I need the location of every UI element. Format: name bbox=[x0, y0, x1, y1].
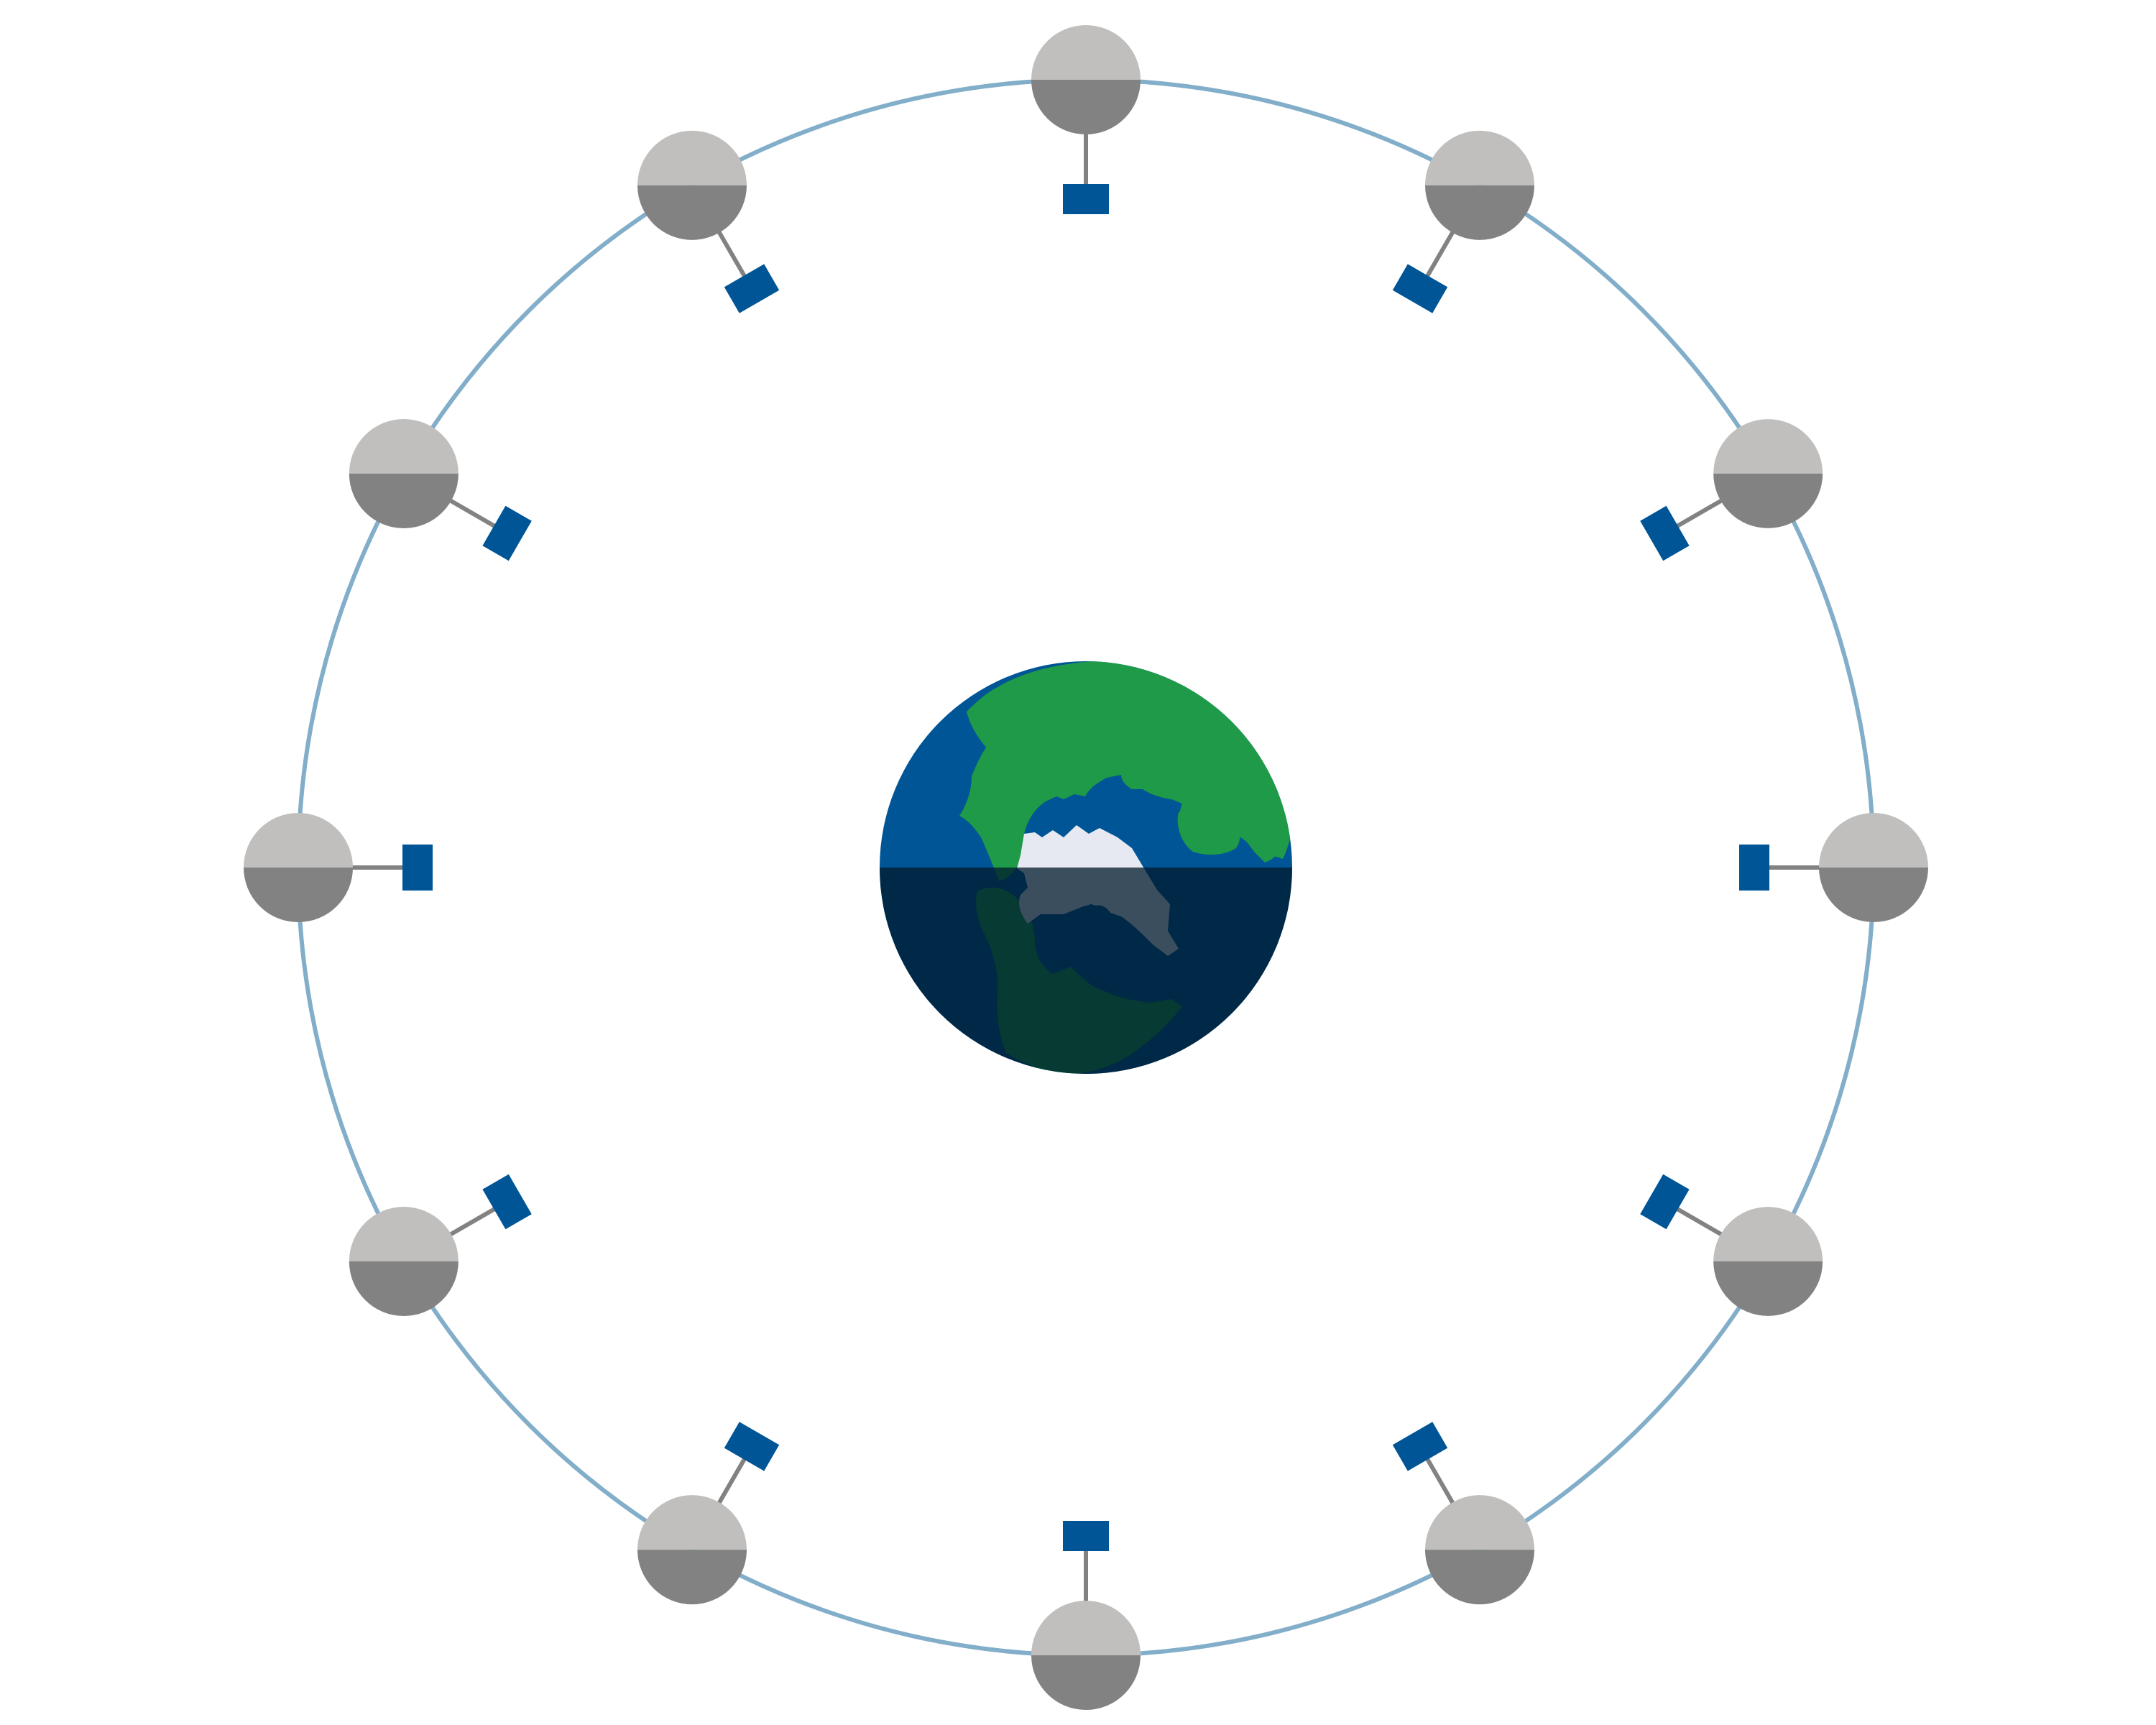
satellite-body-top bbox=[637, 1495, 747, 1550]
satellite-body-top bbox=[1031, 1601, 1141, 1655]
satellite-body-top bbox=[349, 419, 459, 474]
satellite-body-bottom bbox=[349, 474, 459, 528]
satellite bbox=[1031, 25, 1141, 214]
satellite-body-bottom bbox=[1031, 80, 1141, 134]
satellite-body-bottom bbox=[1819, 868, 1928, 922]
solar-panel-icon bbox=[1739, 845, 1769, 891]
satellite-boom bbox=[714, 225, 747, 277]
satellite-body-bottom bbox=[1713, 1261, 1823, 1316]
satellite-body-top bbox=[349, 1207, 459, 1261]
satellite-body-top bbox=[1713, 419, 1823, 474]
satellite-boom bbox=[443, 1207, 496, 1240]
satellite-body-top bbox=[1819, 813, 1928, 868]
satellite-body-bottom bbox=[349, 1261, 459, 1316]
earth-landmass-east bbox=[1177, 808, 1240, 855]
satellite-body-bottom bbox=[244, 868, 353, 922]
satellite bbox=[349, 1174, 532, 1316]
satellite bbox=[1739, 813, 1928, 922]
solar-panel-icon bbox=[1640, 505, 1690, 561]
satellite bbox=[244, 813, 433, 922]
satellite bbox=[637, 1422, 780, 1605]
solar-panel-icon bbox=[402, 845, 433, 891]
satellite-body-bottom bbox=[637, 185, 747, 240]
solar-panel-icon bbox=[1392, 264, 1448, 313]
satellite-body-top bbox=[1425, 1495, 1534, 1550]
satellite-body-top bbox=[244, 813, 353, 868]
satellite bbox=[1392, 130, 1534, 313]
satellite-body-bottom bbox=[637, 1550, 747, 1605]
solar-panel-icon bbox=[1640, 1174, 1690, 1230]
earth-night-side bbox=[880, 868, 1292, 1074]
satellite-boom bbox=[1676, 1207, 1728, 1240]
solar-panel-icon bbox=[1063, 184, 1109, 214]
satellite bbox=[637, 130, 780, 313]
satellite-body-top bbox=[637, 130, 747, 185]
satellite-body-top bbox=[1713, 1207, 1823, 1261]
satellite-body-bottom bbox=[1713, 474, 1823, 528]
satellite bbox=[349, 419, 532, 561]
satellite-body-top bbox=[1425, 130, 1534, 185]
satellite-body-bottom bbox=[1031, 1655, 1141, 1710]
satellite bbox=[1640, 1174, 1823, 1316]
earth-globe bbox=[880, 661, 1292, 1074]
solar-panel-icon bbox=[482, 505, 532, 561]
solar-panel-icon bbox=[724, 264, 780, 313]
satellite-group bbox=[244, 25, 1928, 1710]
satellite-boom bbox=[1676, 495, 1728, 528]
satellite-boom bbox=[1425, 1458, 1458, 1510]
satellite-body-bottom bbox=[1425, 185, 1534, 240]
satellite-body-top bbox=[1031, 25, 1141, 80]
satellite-boom bbox=[714, 1458, 747, 1510]
solar-panel-icon bbox=[482, 1174, 532, 1230]
solar-panel-icon bbox=[724, 1422, 780, 1471]
satellite-boom bbox=[443, 495, 496, 528]
satellite-body-bottom bbox=[1425, 1550, 1534, 1605]
satellite bbox=[1392, 1422, 1534, 1605]
satellite bbox=[1640, 419, 1823, 561]
satellite-boom bbox=[1425, 225, 1458, 277]
solar-panel-icon bbox=[1063, 1521, 1109, 1551]
earth-landmass-far-east bbox=[1265, 755, 1292, 859]
satellite bbox=[1031, 1521, 1141, 1710]
solar-panel-icon bbox=[1392, 1422, 1448, 1471]
